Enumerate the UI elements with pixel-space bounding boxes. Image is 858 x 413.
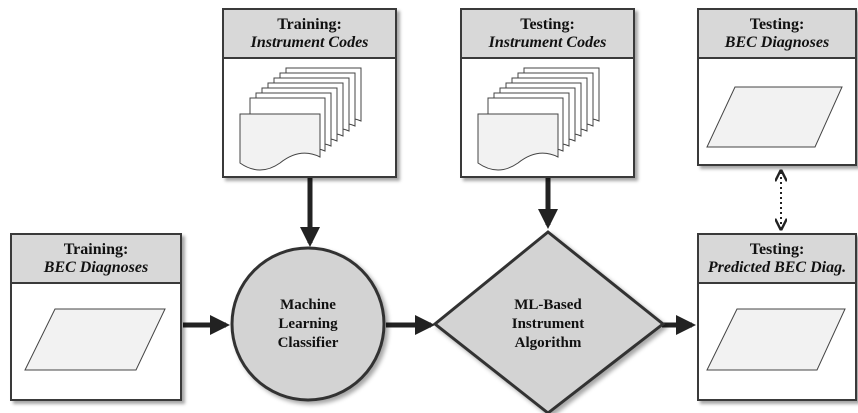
algorithm-label: ML-Based Instrument Algorithm <box>488 296 608 353</box>
training-bec-diagnoses-box: Training: BEC Diagnoses <box>10 233 182 401</box>
predicted-bec-diagnoses-box: Testing: Predicted BEC Diag. <box>697 233 857 401</box>
box-subtitle: Predicted BEC Diag. <box>707 258 847 276</box>
classifier-label: Machine Learning Classifier <box>248 296 368 353</box>
label-line: Algorithm <box>514 335 582 351</box>
label-line: Learning <box>278 316 338 332</box>
box-title: Testing: <box>749 15 805 33</box>
label-line: ML-Based <box>514 297 582 313</box>
data-parallelogram-icon <box>706 86 843 148</box>
box-subtitle: BEC Diagnoses <box>724 33 830 51</box>
testing-bec-diagnoses-box: Testing: BEC Diagnoses <box>697 8 857 166</box>
box-header: Testing: BEC Diagnoses <box>699 10 855 59</box>
label-line: Machine <box>280 297 336 313</box>
document-stack-icon <box>477 67 600 171</box>
box-header: Testing: Instrument Codes <box>462 10 633 59</box>
box-subtitle: BEC Diagnoses <box>43 258 149 276</box>
algorithm-node <box>432 230 666 413</box>
testing-instrument-codes-box: Testing: Instrument Codes <box>460 8 635 178</box>
box-header: Testing: Predicted BEC Diag. <box>699 235 855 284</box>
data-parallelogram-icon <box>706 308 846 371</box>
data-parallelogram-icon <box>24 308 166 371</box>
box-header: Training: Instrument Codes <box>224 10 395 59</box>
box-title: Training: <box>63 240 129 258</box>
box-title: Training: <box>277 15 342 33</box>
label-line: Classifier <box>277 335 339 351</box>
box-header: Training: BEC Diagnoses <box>12 235 180 284</box>
box-title: Testing: <box>749 240 805 258</box>
box-title: Testing: <box>520 15 575 33</box>
box-subtitle: Instrument Codes <box>488 33 607 51</box>
training-instrument-codes-box: Training: Instrument Codes <box>222 8 397 178</box>
document-stack-icon <box>239 67 362 171</box>
box-subtitle: Instrument Codes <box>250 33 369 51</box>
label-line: Instrument <box>511 316 585 332</box>
classifier-node <box>230 246 386 402</box>
